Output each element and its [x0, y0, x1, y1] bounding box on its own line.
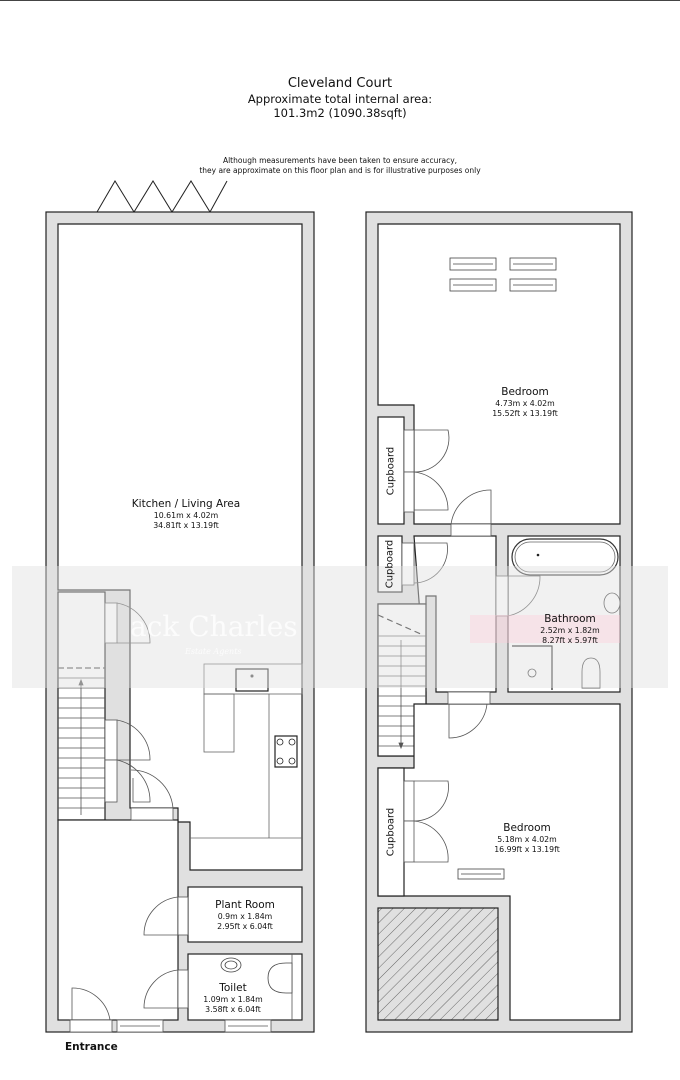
hob-icon — [274, 735, 298, 768]
sink-icon — [235, 668, 269, 692]
area-label: Approximate total internal area: — [247, 92, 433, 106]
title-block: Cleveland Court Approximate total intern… — [0, 76, 680, 120]
toilet-fixtures — [220, 957, 293, 994]
ground-floor — [45, 180, 315, 1033]
bifold-door-icon — [96, 180, 228, 213]
area-value: 101.3m2 (1090.38sqft) — [273, 106, 407, 120]
basin-icon — [603, 592, 621, 614]
disclaimer-line-1: Although measurements have been taken to… — [222, 156, 458, 165]
skylight-icons — [449, 257, 557, 292]
first-floor — [365, 211, 633, 1033]
top-border — [0, 0, 680, 1]
cupboard-label-2: Cupboard — [384, 539, 396, 589]
kitchen-units — [190, 663, 303, 839]
room-label-bedroom-1: Bedroom 4.73m x 4.02m 15.52ft x 13.19ft — [492, 386, 558, 418]
wc-icon — [581, 657, 601, 689]
room-label-bedroom-2: Bedroom 5.18m x 4.02m 16.99ft x 13.19ft — [494, 822, 560, 854]
room-label-bathroom: Bathroom 2.52m x 1.82m 8.27ft x 5.97ft — [540, 613, 600, 645]
void-area — [377, 907, 499, 1021]
cupboard-label-3: Cupboard — [385, 807, 397, 857]
room-label-plant-room: Plant Room 0.9m x 1.84m 2.95ft x 6.04ft — [215, 899, 275, 931]
stairs-icon — [378, 635, 426, 750]
entrance-label: Entrance — [65, 1041, 118, 1053]
door-icons — [69, 602, 272, 1033]
property-title: Cleveland Court — [287, 76, 393, 91]
room-label-kitchen: Kitchen / Living Area 10.61m x 4.02m 34.… — [131, 498, 241, 530]
cupboard-label-1: Cupboard — [385, 446, 397, 496]
wc-icon — [267, 962, 293, 994]
bath-icon — [511, 538, 619, 576]
door-icons — [401, 429, 541, 863]
stairs-icon — [58, 667, 105, 815]
disclaimer: Although measurements have been taken to… — [0, 156, 680, 176]
disclaimer-line-2: they are approximate on this floor plan … — [199, 166, 481, 175]
room-label-toilet: Toilet 1.09m x 1.84m 3.58ft x 6.04ft — [203, 982, 263, 1014]
shower-screen — [512, 645, 553, 690]
shower-icon — [527, 668, 537, 678]
